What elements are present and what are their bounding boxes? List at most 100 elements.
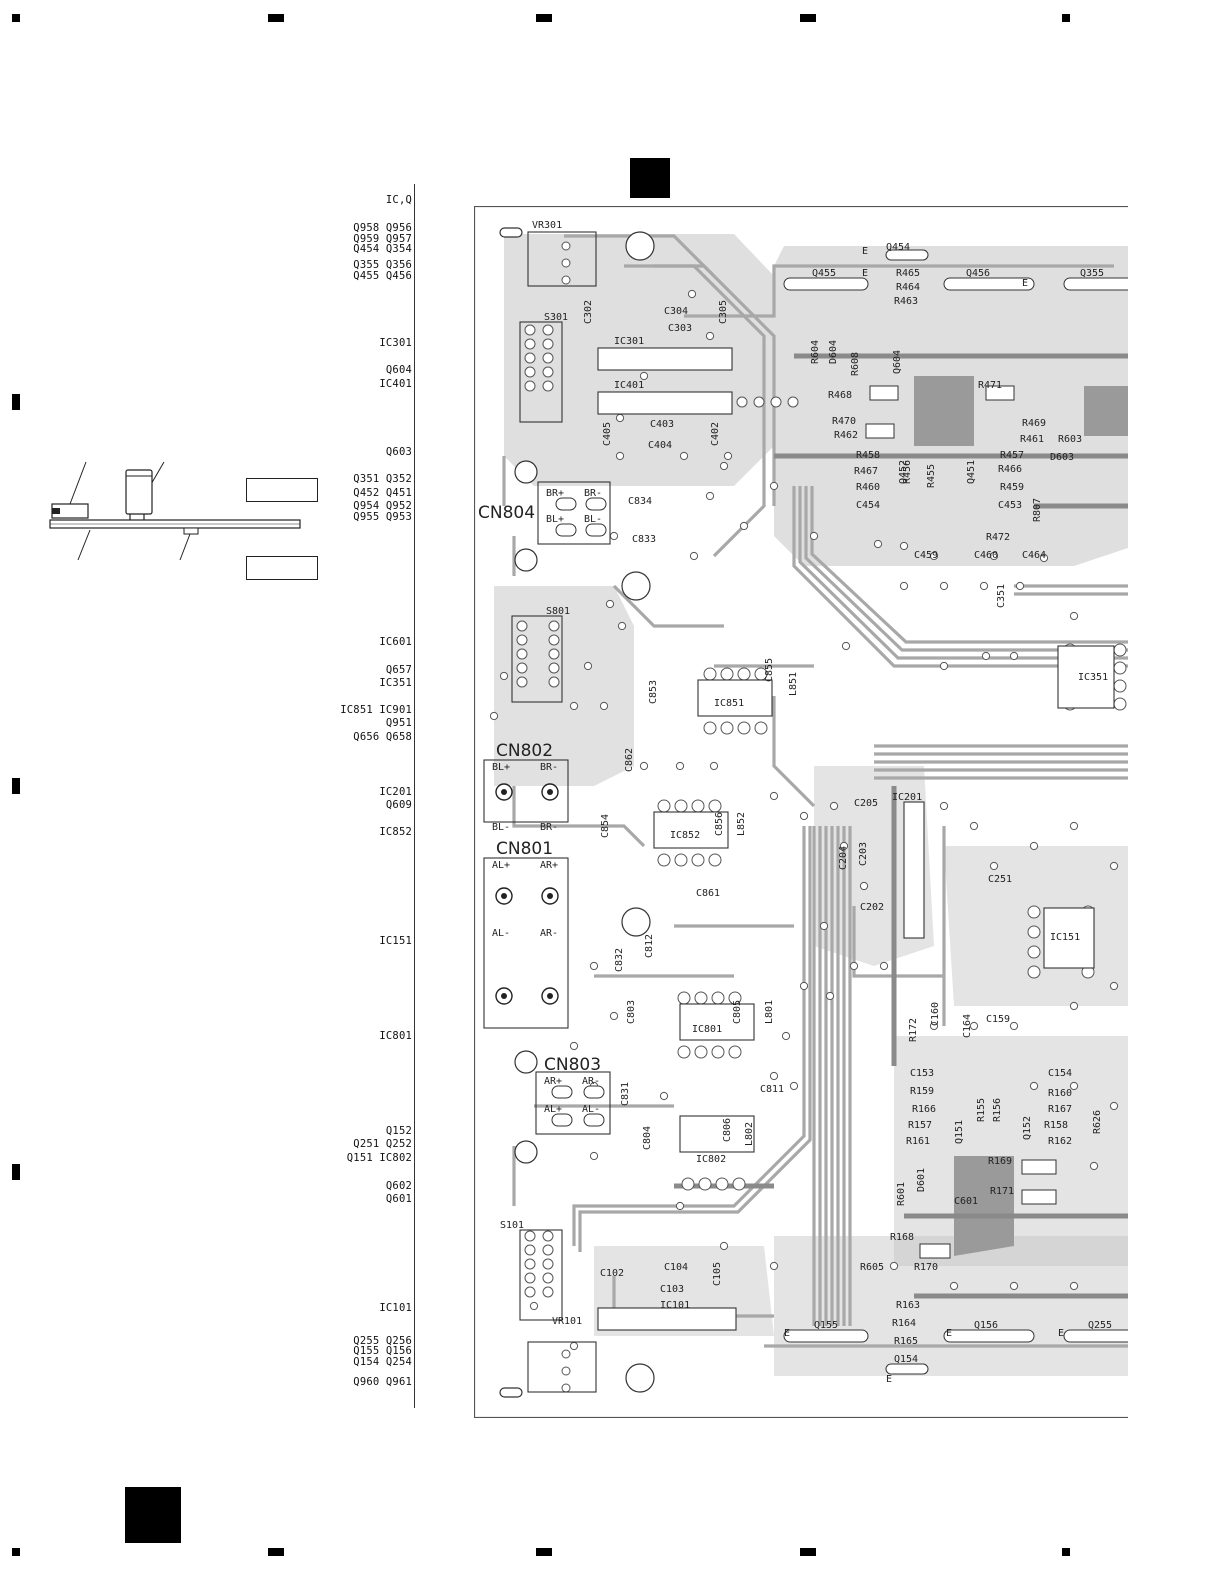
solder-pad xyxy=(524,338,536,350)
solder-pad xyxy=(769,791,779,801)
ic351-label: IC351 xyxy=(1078,672,1108,683)
solder-pad xyxy=(841,641,851,651)
component-label: C454 xyxy=(856,500,880,511)
registration-mark xyxy=(800,1548,816,1556)
solder-pad xyxy=(524,1258,536,1270)
part-reference: Q154 Q254 xyxy=(353,1356,412,1368)
component-label: C853 xyxy=(648,680,659,704)
ic201-label: IC201 xyxy=(892,792,922,803)
registration-mark xyxy=(536,1548,552,1556)
part-reference: IC601 xyxy=(379,636,412,648)
q456-label: Q456 xyxy=(966,268,990,279)
registration-mark xyxy=(12,394,20,410)
solder-pad xyxy=(679,451,689,461)
cn804-br-minus: BR- xyxy=(584,488,602,499)
solder-pad xyxy=(674,799,688,813)
solder-pad xyxy=(949,1281,959,1291)
q355-label: Q355 xyxy=(1080,268,1104,279)
solder-pad xyxy=(542,1286,554,1298)
component-label: R170 xyxy=(914,1262,938,1273)
solder-pad xyxy=(569,701,579,711)
component-label: R172 xyxy=(908,1018,919,1042)
solder-pad xyxy=(809,531,819,541)
component-label: C203 xyxy=(858,842,869,866)
solder-pad xyxy=(873,539,883,549)
solder-pad xyxy=(698,1177,712,1191)
cn802-bl-plus: BL+ xyxy=(492,762,510,773)
q151-label: Q151 xyxy=(954,1120,965,1144)
component-label: C812 xyxy=(644,934,655,958)
solder-pad xyxy=(583,661,593,671)
solder-pad xyxy=(548,662,560,674)
component-label: C405 xyxy=(602,422,613,446)
solder-pad xyxy=(542,366,554,378)
registration-mark xyxy=(12,778,20,794)
registration-mark xyxy=(1062,1548,1070,1556)
solder-pad xyxy=(1015,581,1025,591)
solder-pad xyxy=(849,961,859,971)
solder-pad xyxy=(899,581,909,591)
component-label: C304 xyxy=(664,306,688,317)
part-reference: Q452 Q451 xyxy=(353,487,412,499)
component-label: R162 xyxy=(1048,1136,1072,1147)
component-label: D601 xyxy=(916,1168,927,1192)
component-label: R156 xyxy=(992,1098,1003,1122)
solder-pad xyxy=(489,711,499,721)
part-reference: IC401 xyxy=(379,378,412,390)
component-label: C811 xyxy=(760,1084,784,1095)
solder-pad xyxy=(723,451,733,461)
component-label: R169 xyxy=(988,1156,1012,1167)
part-reference: Q955 Q953 xyxy=(353,511,412,523)
solder-pad xyxy=(529,1301,539,1311)
solder-pad xyxy=(769,481,779,491)
solder-pad xyxy=(770,396,782,408)
solder-pad xyxy=(561,1366,571,1376)
solder-pad xyxy=(524,352,536,364)
solder-pad xyxy=(516,620,528,632)
solder-pad xyxy=(657,799,671,813)
solder-pad xyxy=(589,1151,599,1161)
solder-pad xyxy=(969,1021,979,1031)
q154-label: Q154 xyxy=(894,1354,918,1365)
solder-pad xyxy=(1113,679,1127,693)
solder-pad xyxy=(1069,821,1079,831)
component-label: C153 xyxy=(910,1068,934,1079)
component-label: C104 xyxy=(664,1262,688,1273)
part-reference: Q152 xyxy=(385,1125,412,1137)
solder-pad xyxy=(1069,1001,1079,1011)
component-label: C305 xyxy=(718,300,729,324)
solder-pad xyxy=(561,241,571,251)
solder-pad xyxy=(561,258,571,268)
solder-pad xyxy=(1039,553,1049,563)
solder-pad xyxy=(677,991,691,1005)
vr101-label: VR101 xyxy=(552,1316,582,1327)
component-label: R807 xyxy=(1032,498,1043,522)
component-label: R463 xyxy=(894,296,918,307)
solder-pad xyxy=(569,1341,579,1351)
solder-pad xyxy=(736,396,748,408)
registration-mark xyxy=(536,14,552,22)
registration-mark xyxy=(12,1164,20,1180)
q451-label: Q451 xyxy=(966,460,977,484)
component-label: L851 xyxy=(788,672,799,696)
component-label: C251 xyxy=(988,874,1012,885)
solder-pad xyxy=(929,551,939,561)
part-reference: Q602 xyxy=(385,1180,412,1192)
cn804-label: CN804 xyxy=(478,503,535,523)
cn801-ar-minus: AR- xyxy=(540,928,558,939)
solder-pad xyxy=(1089,1161,1099,1171)
component-label: C303 xyxy=(668,323,692,334)
component-label: C204 xyxy=(838,846,849,870)
component-label: R168 xyxy=(890,1232,914,1243)
solder-pad xyxy=(989,551,999,561)
component-label: R458 xyxy=(856,450,880,461)
solder-pad xyxy=(969,821,979,831)
solder-pad xyxy=(1109,1101,1119,1111)
solder-pad xyxy=(737,721,751,735)
callout-box-upper xyxy=(246,478,318,502)
s301-label: S301 xyxy=(544,312,568,323)
emitter-mark: E xyxy=(784,1328,790,1339)
component-label: R456 xyxy=(902,460,913,484)
solder-pad xyxy=(939,801,949,811)
solder-pad xyxy=(939,661,949,671)
